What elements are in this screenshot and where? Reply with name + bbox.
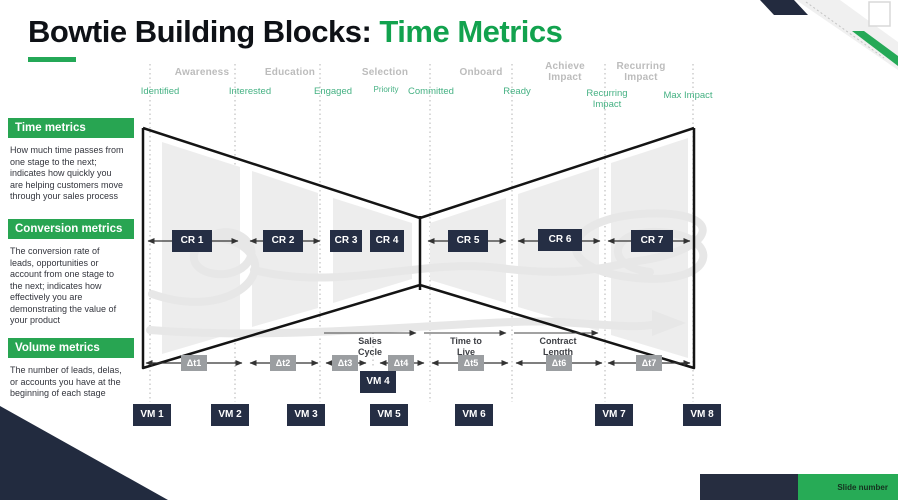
- transition-label-committed: Committed: [408, 86, 454, 97]
- legend-volume-heading: Volume metrics: [8, 338, 134, 358]
- transition-label-ready: Ready: [503, 86, 531, 97]
- legend-time-heading: Time metrics: [8, 118, 134, 138]
- legend-card-time: Time metrics How much time passes from o…: [8, 118, 134, 203]
- stage-label-achieve-impact: Achieve Impact: [545, 61, 585, 83]
- dt-box-5: Δt5: [458, 355, 484, 371]
- title-prefix: Bowtie Building Blocks:: [28, 14, 380, 49]
- legend-volume-description: The number of leads, delas, or accounts …: [10, 365, 122, 398]
- span-label-contract-length: Contract Length: [539, 336, 577, 357]
- span-label-time-to-live: Time to Live: [450, 336, 482, 357]
- decor-gray-band: [796, 0, 898, 70]
- cr-box-6: CR 6: [538, 229, 582, 251]
- vm-box-7: VM 7: [595, 404, 633, 426]
- page-title: Bowtie Building Blocks: Time Metrics: [28, 14, 563, 50]
- transition-label-interested: Interested: [228, 86, 272, 97]
- legend-conversion-description: The conversion rate of leads, opportunit…: [10, 246, 117, 325]
- span-label-sales-cycle: Sales Cycle: [357, 336, 383, 357]
- transition-label-max-impact: Max Impact: [663, 90, 713, 101]
- stage-label-education: Education: [264, 67, 316, 78]
- cr-box-1: CR 1: [172, 230, 212, 252]
- dt-box-2: Δt2: [270, 355, 296, 371]
- cr-box-5: CR 5: [448, 230, 488, 252]
- dt-box-3: Δt3: [332, 355, 358, 371]
- cr-box-7: CR 7: [631, 230, 673, 252]
- cr-box-2: CR 2: [263, 230, 303, 252]
- stage-label-onboard: Onboard: [459, 67, 503, 78]
- title-highlight: Time Metrics: [379, 14, 563, 49]
- vm-box-2: VM 2: [211, 404, 249, 426]
- transition-label-identified: Identified: [140, 86, 180, 97]
- transition-label-priority: Priority: [373, 85, 399, 94]
- legend-conversion-heading: Conversion metrics: [8, 219, 134, 239]
- stage-label-recurring-impact: Recurring Impact: [616, 61, 666, 83]
- decor-green-stripe: [852, 31, 898, 66]
- decor-navy-stripe: [760, 0, 808, 15]
- vm-box-5: VM 5: [370, 404, 408, 426]
- vm-box-4: VM 4: [360, 371, 396, 393]
- vm-box-8: VM 8: [683, 404, 721, 426]
- dt-box-1: Δt1: [181, 355, 207, 371]
- slide-number-label: Slide number: [837, 482, 888, 492]
- decor-square-outline: [868, 1, 891, 27]
- cr-box-3: CR 3: [330, 230, 362, 252]
- cr-box-4: CR 4: [370, 230, 404, 252]
- vm-box-3: VM 3: [287, 404, 325, 426]
- dt-box-4: Δt4: [388, 355, 414, 371]
- stage-label-awareness: Awareness: [174, 67, 230, 78]
- vm-box-6: VM 6: [455, 404, 493, 426]
- legend-card-conversion: Conversion metrics The conversion rate o…: [8, 219, 134, 327]
- legend-time-description: How much time passes from one stage to t…: [10, 145, 124, 201]
- dt-box-7: Δt7: [636, 355, 662, 371]
- dt-box-6: Δt6: [546, 355, 572, 371]
- title-underline: [28, 57, 76, 62]
- stage-label-selection: Selection: [361, 67, 409, 78]
- legend-card-volume: Volume metrics The number of leads, dela…: [8, 338, 134, 400]
- vm-box-1: VM 1: [133, 404, 171, 426]
- scribble-arrowhead: [652, 310, 686, 336]
- transition-label-engaged: Engaged: [313, 86, 353, 97]
- footer-navy-bar: [700, 474, 798, 500]
- bowtie-outline: [141, 126, 696, 370]
- footer-slide-number: Slide number: [798, 474, 898, 500]
- transition-label-recurring-impact: Recurring Impact: [586, 88, 628, 110]
